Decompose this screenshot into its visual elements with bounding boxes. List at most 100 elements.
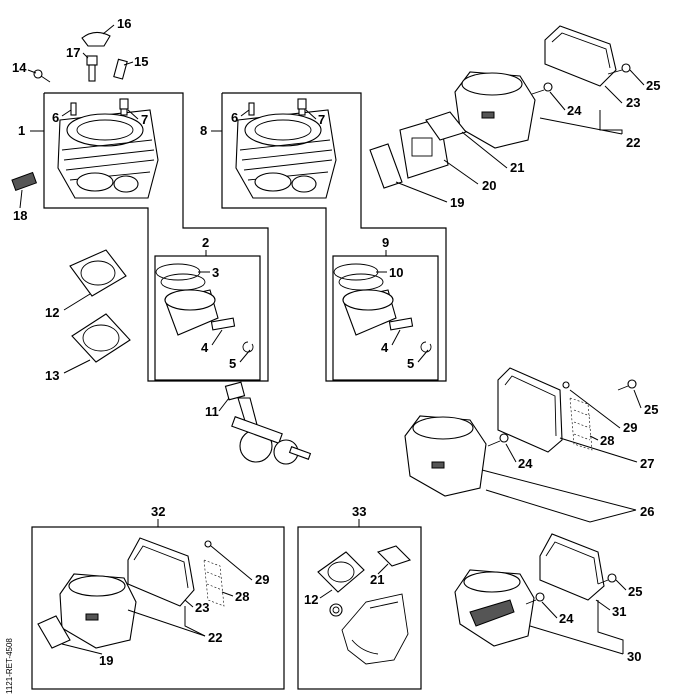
label-25b: 25	[644, 402, 658, 417]
seal-illustration	[329, 603, 343, 617]
screw-24a-illustration	[531, 82, 553, 95]
label-24a: 24	[567, 103, 582, 118]
label-5a: 5	[229, 356, 236, 371]
muffler-26-illustration	[404, 415, 487, 497]
spark-screen-28a-illustration	[569, 397, 593, 451]
muffler-21-illustration	[454, 71, 536, 149]
label-5b: 5	[407, 356, 414, 371]
label-7a: 7	[141, 112, 148, 127]
label-19a: 19	[450, 195, 464, 210]
label-25c: 25	[628, 584, 642, 599]
label-25a: 25	[646, 78, 660, 93]
part-18-illustration	[11, 171, 38, 192]
label-2: 2	[202, 235, 209, 250]
screw-25a-illustration	[607, 63, 631, 75]
decompression-valve-7-illustration	[119, 98, 129, 116]
label-29a: 29	[623, 420, 637, 435]
label-6a: 6	[52, 110, 59, 125]
label-24b: 24	[518, 456, 533, 471]
gasket-19b-illustration	[37, 615, 71, 649]
piston-illustration-b	[342, 289, 397, 336]
label-13: 13	[45, 368, 59, 383]
reference-code-text: 1121-RET-4508	[5, 638, 14, 694]
group-8-frame	[221, 92, 447, 382]
part-16-illustration	[81, 31, 111, 47]
label-6b: 6	[231, 110, 238, 125]
muffler-cover-31-illustration	[539, 533, 605, 601]
label-3: 3	[212, 265, 219, 280]
label-24c: 24	[559, 611, 574, 626]
cylinder-1-illustration	[57, 109, 159, 199]
circlip-5-illustration-b	[420, 341, 432, 353]
kit-box-33	[297, 526, 422, 690]
label-20: 20	[482, 178, 496, 193]
crankshaft-illustration	[224, 381, 312, 465]
gasket-13-illustration	[71, 313, 131, 363]
label-12a: 12	[45, 305, 59, 320]
label-1: 1	[18, 123, 25, 138]
label-33: 33	[352, 504, 366, 519]
piston-pin-4-illustration-b	[388, 317, 414, 331]
screw-29a-illustration	[562, 381, 570, 389]
spark-plug-6b-illustration	[248, 102, 255, 116]
screw-25c-illustration	[597, 573, 617, 585]
gasket-19a-illustration	[369, 143, 403, 189]
part-14-illustration	[33, 69, 51, 83]
label-16: 16	[117, 16, 131, 31]
label-7b: 7	[318, 112, 325, 127]
screw-25b-illustration	[617, 379, 637, 391]
label-30: 30	[627, 649, 641, 664]
gasket-21a-illustration	[425, 111, 467, 141]
decompression-valve-7b-illustration	[297, 98, 307, 116]
piston-rings-3-illustration	[155, 263, 206, 291]
label-31: 31	[612, 604, 626, 619]
label-21b: 21	[370, 572, 384, 587]
label-23a: 23	[626, 95, 640, 110]
piston-illustration-a	[164, 289, 219, 336]
label-8: 8	[200, 123, 207, 138]
label-29b: 29	[255, 572, 269, 587]
gasket-12b-illustration	[317, 551, 365, 593]
piston-pin-4-illustration-a	[210, 317, 236, 331]
group-1-frame	[43, 92, 269, 382]
muffler-cover-23-illustration	[544, 25, 617, 87]
screw-24c-illustration	[525, 592, 545, 605]
part-15-illustration	[113, 58, 128, 80]
label-9: 9	[382, 235, 389, 250]
label-18: 18	[13, 208, 27, 223]
label-22a: 22	[626, 135, 640, 150]
gasket-set-illustration	[341, 593, 409, 665]
piston-box-2	[154, 255, 261, 381]
gasket-21b-illustration	[376, 545, 412, 567]
reference-code: 1121-RET-4508	[5, 638, 14, 694]
label-4b: 4	[381, 340, 389, 355]
label-10: 10	[389, 265, 403, 280]
label-21a: 21	[510, 160, 524, 175]
label-28b: 28	[235, 589, 249, 604]
part-17-illustration	[86, 55, 98, 82]
label-11: 11	[205, 404, 219, 419]
label-15: 15	[134, 54, 148, 69]
label-26: 26	[640, 504, 654, 519]
spark-plug-6-illustration	[70, 102, 77, 116]
label-19b: 19	[99, 653, 113, 668]
label-17: 17	[66, 45, 80, 60]
label-14: 14	[12, 60, 27, 75]
label-32: 32	[151, 504, 165, 519]
screw-29b-illustration	[204, 540, 212, 548]
label-4a: 4	[201, 340, 209, 355]
muffler-cover-23b-illustration	[127, 537, 195, 607]
cylinder-8-illustration	[235, 109, 337, 199]
label-27: 27	[640, 456, 654, 471]
label-12b: 12	[304, 592, 318, 607]
muffler-30-illustration	[454, 569, 535, 647]
muffler-32-illustration	[59, 573, 137, 649]
screw-24b-illustration	[487, 433, 509, 447]
label-22b: 22	[208, 630, 222, 645]
label-23b: 23	[195, 600, 209, 615]
gasket-12-illustration	[69, 249, 127, 297]
label-28a: 28	[600, 433, 614, 448]
spark-screen-28b-illustration	[203, 559, 225, 607]
muffler-body-27-illustration	[497, 367, 563, 453]
